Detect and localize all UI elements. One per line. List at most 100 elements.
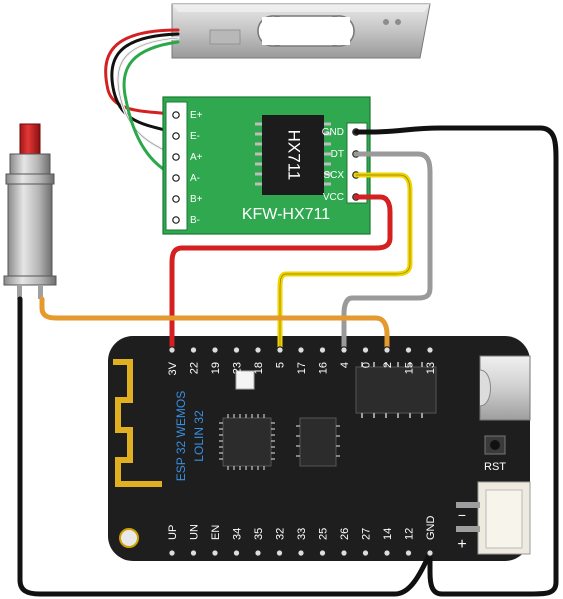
- hx711-left-pin-group: E+ E- A+ A- B+ B-: [190, 110, 203, 226]
- esp32-top-pin-label: 13: [425, 362, 437, 374]
- esp32-top-pin-label: 2: [382, 362, 394, 368]
- hx711-pin-scx: SCX: [323, 170, 344, 181]
- esp32-bottom-pin-label: UN: [189, 524, 201, 540]
- hx711-right-header: [346, 122, 368, 204]
- esp32-top-pin-label: 16: [318, 362, 330, 374]
- esp32-top-pin-hole: [426, 346, 434, 354]
- hx711-pin-a-plus: A+: [190, 152, 203, 163]
- hx711-pin-b-plus: B+: [190, 194, 203, 205]
- esp32-bottom-pin-label: 34: [232, 528, 244, 540]
- esp32-bottom-pin-label: 32: [275, 528, 287, 540]
- esp32-bottom-pin-header: UP UN EN 34 35 32 33 25 26 27 14 12 GND: [167, 516, 437, 557]
- esp32-top-pin-hole: [318, 346, 327, 354]
- rst-label: RST: [484, 461, 506, 473]
- hx711-left-pin-dots: [172, 111, 180, 224]
- esp32-bottom-pin-label: 12: [404, 528, 416, 540]
- esp32-top-pin-label: 18: [253, 362, 265, 374]
- esp32-top-pin-label: 22: [189, 362, 201, 374]
- esp32-bottom-pin-label: 33: [296, 528, 308, 540]
- esp32-top-pin-hole: [297, 346, 305, 354]
- strain-gauge: [209, 29, 241, 45]
- esp32-bottom-pin-hole: [211, 549, 219, 557]
- hx711-board-label: KFW-HX711: [242, 206, 330, 223]
- esp32-title-line1: ESP 32 WEMOS: [174, 391, 188, 481]
- push-button-cap: [19, 123, 41, 157]
- hx711-pin-b-minus: B-: [190, 215, 200, 226]
- push-button-body: [7, 183, 53, 277]
- wire-green-a-minus: [122, 40, 180, 178]
- load-cell-wires: [104, 28, 180, 178]
- usb-connector: [479, 355, 531, 421]
- esp32-bottom-pin-hole: [189, 549, 198, 557]
- push-button-nut: [9, 153, 51, 177]
- battery-minus-label: −: [458, 507, 466, 523]
- esp32-top-pin-hole: [361, 346, 370, 354]
- esp32-bottom-pin-hole: [404, 549, 413, 557]
- push-button: [3, 123, 57, 299]
- esp32-reg-chip: [355, 362, 437, 418]
- esp32-bottom-pin-hole: [254, 549, 262, 557]
- rst-button[interactable]: [484, 435, 506, 455]
- esp32-bottom-pin-label: 25: [318, 528, 330, 540]
- esp32-bottom-pin-hole: [232, 549, 241, 557]
- wire-gnd: [353, 125, 559, 597]
- battery-plus-label: +: [457, 536, 466, 553]
- hx711-board: HX711 KFW-HX711 E+ E- A+ A- B+ B- GND DT…: [162, 96, 371, 235]
- esp32-led: [235, 370, 255, 390]
- esp32-bottom-pin-hole: [275, 549, 284, 557]
- esp32-bottom-pin-hole: [318, 549, 327, 557]
- esp32-main-chip: [219, 414, 275, 470]
- esp32-board: ESP 32 WEMOS LOLIN 32: [108, 336, 531, 561]
- esp32-bottom-pin-hole: [340, 549, 348, 557]
- esp32-top-pin-label: 0: [361, 362, 373, 368]
- esp32-top-pin-hole: [211, 346, 219, 354]
- esp32-top-pin-label: 19: [210, 362, 222, 374]
- esp32-title-line2: LOLIN 32: [192, 410, 206, 462]
- wire-dt: [341, 151, 433, 353]
- esp32-bottom-pin-hole: [297, 549, 305, 557]
- hx711-pin-e-plus: E+: [190, 110, 203, 121]
- wires: [17, 125, 559, 597]
- esp32-top-pin-hole: [404, 346, 413, 354]
- esp32-top-pin-label: 4: [339, 362, 351, 368]
- esp32-title: ESP 32 WEMOS LOLIN 32: [174, 391, 206, 481]
- esp32-top-pin-hole: [254, 346, 262, 354]
- esp32-bottom-pin-label: 35: [253, 528, 265, 540]
- esp32-bottom-pin-hole: [361, 549, 370, 557]
- esp32-usb-chip: [296, 417, 340, 467]
- esp32-bottom-pin-label: GND: [425, 516, 437, 541]
- esp32-top-pin-hole: [189, 346, 198, 354]
- hx711-chip-label: HX711: [285, 130, 304, 181]
- hx711-left-header: [165, 101, 188, 231]
- esp32-bottom-pin-hole: [383, 549, 391, 557]
- esp32-bottom-pin-label: 27: [361, 528, 373, 540]
- esp32-top-pin-label: 17: [296, 362, 308, 374]
- wire-button-signal: [39, 296, 390, 353]
- hx711-pin-a-minus: A-: [190, 173, 200, 184]
- esp32-top-pin-label: 15: [404, 362, 416, 374]
- hx711-pin-vcc: VCC: [323, 192, 344, 203]
- esp32-antenna: [113, 359, 162, 487]
- esp32-bottom-pin-label: 26: [339, 528, 351, 540]
- esp32-bottom-pin-label: UP: [167, 525, 179, 540]
- wire-black-e-minus: [110, 32, 180, 135]
- hx711-pin-e-minus: E-: [190, 131, 200, 142]
- hx711-right-pin-group: GND DT SCX VCC: [322, 127, 345, 203]
- esp32-top-pin-label: 23: [232, 362, 244, 374]
- hx711-chip-body: [262, 115, 324, 195]
- esp32-mount-hole: [119, 528, 139, 548]
- battery-connector: [456, 481, 531, 555]
- wire-button-gnd: [17, 296, 433, 597]
- wire-red-e-plus: [104, 28, 180, 117]
- esp32-top-pin-hole: [232, 346, 241, 354]
- esp32-top-pin-label: 3V: [167, 361, 179, 375]
- hx711-chip: HX711: [255, 115, 331, 195]
- esp32-bottom-pin-label: 14: [382, 528, 394, 540]
- hx711-pin-gnd: GND: [322, 127, 344, 138]
- load-cell: [171, 3, 431, 59]
- esp32-bottom-pin-label: EN: [210, 525, 222, 540]
- hx711-pin-dt: DT: [331, 149, 344, 160]
- esp32-bottom-pin-hole: [168, 549, 176, 557]
- esp32-top-pin-label: 5: [275, 362, 287, 368]
